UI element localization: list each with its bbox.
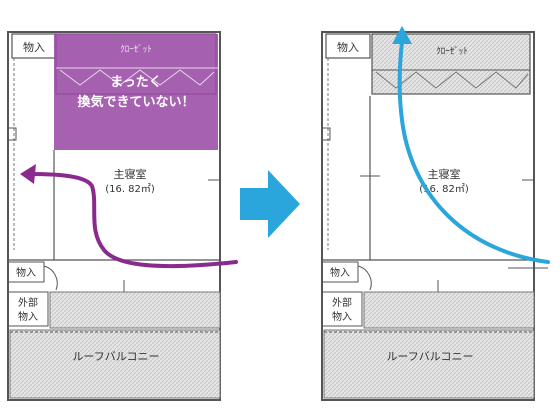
left-hatched-strip	[49, 291, 221, 329]
left-storage-top-label: 物入	[23, 40, 45, 54]
right-arrow-icon	[240, 170, 300, 238]
left-plan-outline	[7, 31, 221, 401]
right-outdoor-storage-box	[321, 291, 363, 327]
left-airflow-arrow	[28, 172, 238, 269]
right-plan-outline	[321, 31, 535, 401]
left-closet-doors	[59, 69, 215, 86]
right-closet-doors	[375, 71, 529, 89]
right-storage-top-box	[325, 33, 371, 59]
right-storage-mid-label: 物入	[330, 266, 350, 279]
right-door-marker	[321, 127, 331, 141]
left-outdoor-storage-line1: 外部	[18, 296, 38, 309]
right-closet-label: ｸﾛｰｾﾞｯﾄ	[436, 46, 468, 57]
left-door-marker	[7, 127, 17, 141]
left-storage-mid-box	[7, 261, 45, 283]
right-airflow-arrow	[397, 40, 550, 264]
left-airflow-arrowhead	[20, 164, 36, 184]
left-callout-line2: 換気できていない！	[77, 94, 194, 110]
left-floor-plan: 物入 ｸﾛｰｾﾞｯﾄ まったく 換気できていない！ 主寝室 (16. 82㎡) …	[7, 31, 238, 401]
left-balcony-area	[9, 329, 221, 399]
left-door-swing	[43, 265, 58, 291]
right-outdoor-storage-line2: 物入	[332, 310, 352, 323]
right-airflow-arrowhead	[392, 26, 412, 44]
right-storage-mid-box	[321, 261, 359, 283]
transition-arrow	[240, 170, 300, 238]
left-callout-line1: まったく	[110, 75, 161, 90]
right-outdoor-storage-line1: 外部	[332, 296, 352, 309]
left-balcony-label: ルーフバルコニー	[72, 350, 159, 363]
left-closet-label: ｸﾛｰｾﾞｯﾄ	[120, 44, 152, 55]
left-room-name: 主寝室	[114, 167, 147, 181]
left-no-ventilation-highlight	[54, 34, 218, 150]
right-balcony-label: ルーフバルコニー	[386, 350, 473, 363]
right-balcony-area	[323, 329, 535, 399]
left-storage-mid-label: 物入	[16, 266, 36, 279]
left-outdoor-storage-line2: 物入	[18, 310, 38, 323]
right-room-name: 主寝室	[428, 167, 461, 181]
left-room-area: (16. 82㎡)	[105, 183, 155, 195]
right-door-swing	[357, 265, 372, 291]
right-room-area: (16. 82㎡)	[419, 183, 469, 195]
left-outdoor-storage-box	[7, 291, 49, 327]
right-storage-top-label: 物入	[337, 40, 359, 54]
right-hatched-strip	[363, 291, 535, 329]
right-floor-plan: 物入 ｸﾛｰｾﾞｯﾄ 主寝室 (16. 82㎡) 物入 外部 物入 ルーフバルコ…	[321, 26, 550, 401]
